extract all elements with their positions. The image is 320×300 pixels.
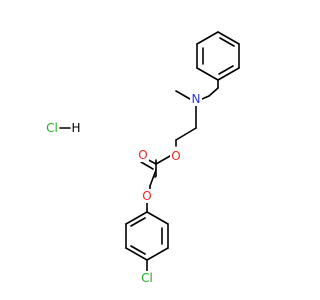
bond: [196, 31, 219, 45]
bond: [149, 169, 157, 187]
carbonyl-oxygen-label: O: [138, 148, 147, 162]
bond: [146, 211, 169, 225]
nitrogen-label: N: [192, 92, 201, 106]
atom-o-ester: O: [170, 149, 182, 163]
bond: [125, 247, 148, 261]
ether-oxygen-label: O: [142, 189, 151, 203]
hcl-salt: Cl H: [46, 121, 80, 135]
double-bond-inner: [130, 217, 146, 227]
structure-drawing: N O O O Cl Cl H: [46, 31, 240, 285]
bond: [217, 31, 240, 45]
bond: [196, 67, 219, 81]
ring-chlorine-label: Cl: [141, 271, 153, 285]
bond: [217, 67, 240, 81]
bond-to-n: [201, 95, 210, 100]
ester-oxygen-label: O: [171, 149, 180, 163]
benzyl-ring: [196, 31, 240, 81]
atom-cl-ring: Cl: [138, 271, 156, 285]
double-bond-inner: [218, 65, 234, 75]
bond: [146, 247, 169, 261]
bond: [175, 127, 197, 141]
hcl-chlorine-label: Cl: [46, 121, 58, 135]
double-bond-inner: [219, 37, 235, 47]
bond: [154, 175, 157, 178]
atom-o-carbonyl: O: [137, 148, 149, 162]
carbonyl-double-bond: [140, 161, 154, 170]
bond: [125, 211, 148, 225]
double-bond-inner: [130, 245, 146, 255]
atom-o-ether: O: [141, 189, 153, 203]
molecule-canvas: N O O O Cl Cl H: [46, 31, 240, 285]
bond: [208, 87, 219, 97]
methyl-bond: [175, 90, 191, 100]
atom-n: N: [190, 92, 202, 106]
chlorophenyl-ring: [125, 211, 169, 261]
hcl-hydrogen-label: H: [71, 121, 80, 135]
bond: [155, 155, 171, 165]
